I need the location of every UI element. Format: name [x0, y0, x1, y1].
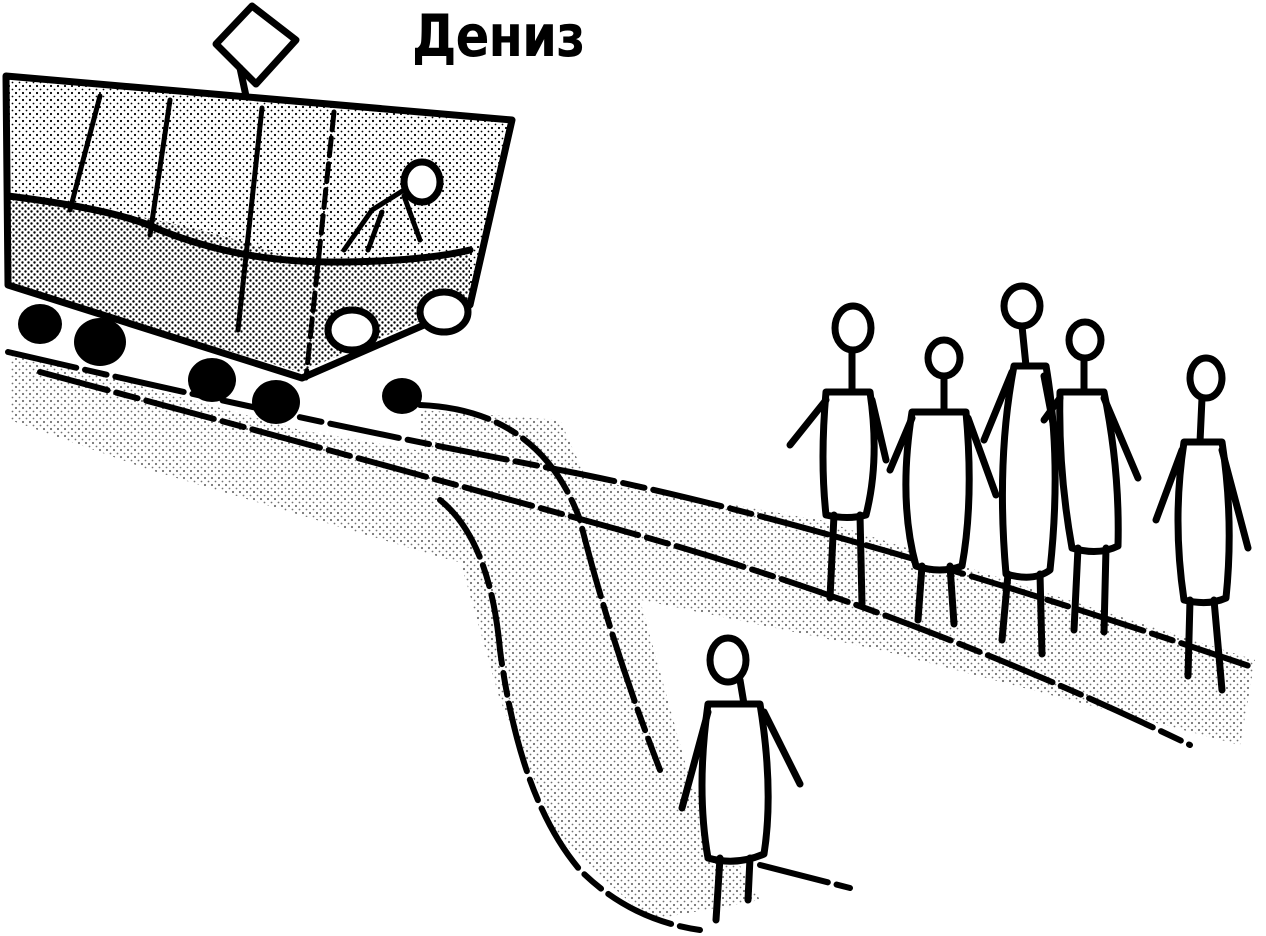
person-2	[886, 336, 1000, 628]
driver	[341, 158, 444, 253]
person-5	[1152, 354, 1252, 694]
pantograph	[212, 2, 300, 88]
branch-track	[417, 402, 853, 933]
tram-body-outline	[2, 72, 516, 382]
tram-window-line	[4, 192, 474, 266]
caption-name: Дениз	[412, 2, 585, 70]
branch-rail-right	[417, 402, 663, 773]
people-group	[786, 282, 1252, 694]
branch-rail-left	[437, 497, 703, 933]
branch-rail-tail	[757, 862, 853, 891]
person-4	[1040, 318, 1142, 636]
tram	[2, 2, 516, 424]
rail-lower	[37, 369, 1193, 748]
headlight-right	[416, 288, 472, 336]
headlight-left	[324, 306, 380, 354]
person-on-branch	[678, 634, 804, 924]
tram-wheels	[18, 304, 422, 424]
person-1	[786, 302, 890, 608]
